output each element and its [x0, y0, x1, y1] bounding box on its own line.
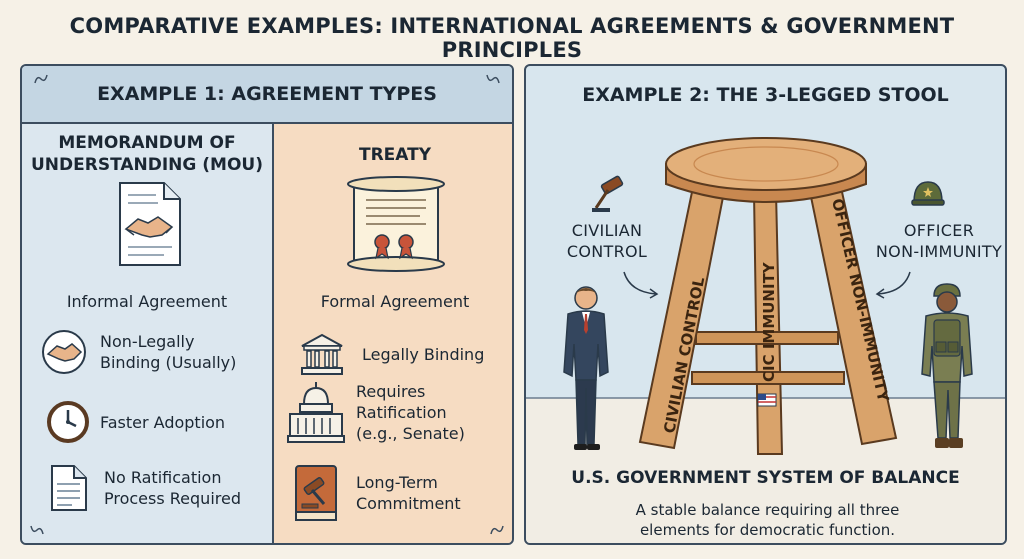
- arrow-icon: [875, 271, 911, 299]
- document-icon: [51, 465, 87, 511]
- capitol-icon: [287, 382, 345, 443]
- example1-panel: EXAMPLE 1: AGREEMENT TYPES MEMORANDUM OF…: [20, 64, 514, 545]
- arrow-icon: [623, 271, 659, 299]
- label-civilian-control: CIVILIAN CONTROL: [552, 220, 662, 262]
- label-officer-non-immunity: OFFICER NON-IMMUNITY: [872, 220, 1005, 262]
- mou-item-non-legally-binding: Non-Legally Binding (Usually): [40, 328, 290, 376]
- treaty-item-line: Legally Binding: [362, 344, 485, 364]
- civilian-figure: [563, 286, 609, 450]
- treaty-item-line: Commitment: [356, 494, 461, 513]
- treaty-scroll-icon: [347, 176, 445, 272]
- corner-swirl-icon: [486, 74, 500, 84]
- description-line: A stable balance requiring all three: [635, 501, 900, 519]
- leg-label-cic: CIC IMMUNITY: [760, 261, 778, 382]
- treaty-item-label: Legally Binding: [362, 344, 484, 365]
- corner-swirl-icon: [34, 74, 48, 84]
- courthouse-icon: [301, 333, 343, 375]
- treaty-column: TREATY Formal Agreement: [274, 124, 512, 543]
- description-line: elements for democratic function.: [639, 521, 896, 539]
- law-book-icon: [295, 465, 337, 521]
- treaty-item-line: Long-Term: [356, 473, 438, 492]
- mou-subtitle: Informal Agreement: [66, 292, 228, 311]
- mou-item-label: Non-Legally Binding (Usually): [100, 331, 236, 373]
- corner-swirl-icon: [30, 525, 44, 535]
- mou-item-label: Faster Adoption: [100, 412, 225, 433]
- example2-header: EXAMPLE 2: THE 3-LEGGED STOOL: [582, 84, 949, 106]
- treaty-item-line: Ratification: [356, 402, 447, 422]
- treaty-item-line: (e.g., Senate): [356, 423, 465, 443]
- system-title: U.S. GOVERNMENT SYSTEM OF BALANCE: [571, 468, 960, 488]
- mou-item-line: Faster Adoption: [100, 412, 226, 432]
- treaty-item-requires-ratification: Requires Ratification (e.g., Senate): [286, 380, 512, 444]
- helmet-icon: [911, 181, 945, 206]
- example2-panel: EXAMPLE 2: THE 3-LEGGED STOOL CIVILIAN C…: [524, 64, 1007, 545]
- label-line: CONTROL: [566, 242, 648, 261]
- label-line: NON-IMMUNITY: [875, 242, 1003, 261]
- mou-title-line1: MEMORANDUM OF: [58, 133, 236, 153]
- soldier-figure: [921, 283, 973, 448]
- treaty-subtitle: Formal Agreement: [320, 292, 470, 311]
- mou-document-icon: [119, 182, 181, 266]
- label-line: OFFICER: [903, 221, 975, 240]
- mou-item-faster-adoption: Faster Adoption: [44, 398, 294, 446]
- page-title: COMPARATIVE EXAMPLES: INTERNATIONAL AGRE…: [69, 14, 955, 62]
- mou-item-line: Process Required: [104, 489, 241, 508]
- treaty-item-label: Long-Term Commitment: [356, 472, 461, 514]
- system-description: A stable balance requiring all three ele…: [566, 500, 969, 540]
- mou-item-label: No Ratification Process Required: [104, 467, 241, 509]
- mou-item-line: Binding (Usually): [100, 353, 237, 372]
- label-line: CIVILIAN: [571, 221, 643, 240]
- mou-item-line: Non-Legally: [100, 332, 195, 351]
- mou-column: MEMORANDUM OF UNDERSTANDING (MOU) Inform…: [22, 124, 274, 543]
- treaty-title: TREATY: [358, 145, 432, 165]
- mou-title-line2: UNDERSTANDING (MOU): [31, 155, 263, 175]
- mou-title: MEMORANDUM OF UNDERSTANDING (MOU): [22, 132, 272, 176]
- corner-swirl-icon: [490, 525, 504, 535]
- three-legged-stool: CIVILIAN CONTROL CIC IMMUNITY OFFICER NO…: [638, 137, 898, 455]
- treaty-item-line: Requires: [356, 381, 426, 401]
- treaty-item-legally-binding: Legally Binding: [298, 330, 512, 378]
- mou-item-no-ratification: No Ratification Process Required: [44, 464, 294, 512]
- treaty-item-label: Requires Ratification (e.g., Senate): [356, 381, 465, 444]
- handshake-icon: [42, 330, 86, 374]
- mou-item-line: No Ratification: [104, 468, 222, 487]
- gavel-icon: [592, 175, 624, 212]
- example1-header: EXAMPLE 1: AGREEMENT TYPES: [22, 66, 512, 124]
- treaty-item-long-term: Long-Term Commitment: [290, 462, 512, 524]
- clock-icon: [47, 401, 89, 443]
